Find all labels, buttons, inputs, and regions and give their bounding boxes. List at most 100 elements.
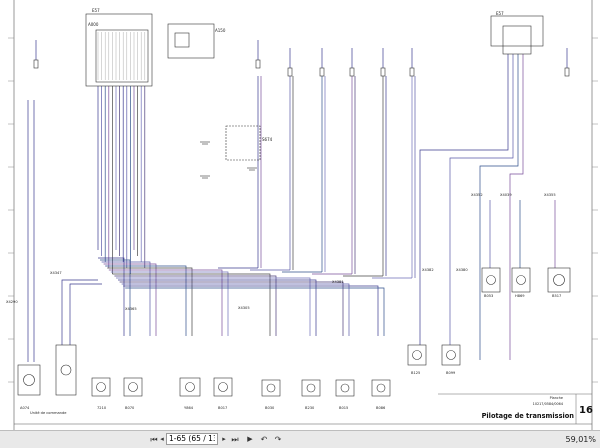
component-symbol: [376, 383, 386, 393]
last-page-icon[interactable]: ⏭: [231, 435, 239, 444]
component-box: [123, 377, 143, 397]
fuse: [349, 67, 355, 77]
component-symbol: [266, 383, 276, 393]
component-box: [179, 377, 201, 397]
component-symbol: [306, 383, 316, 393]
forward-icon[interactable]: ↷: [274, 435, 282, 444]
route-wire: [118, 279, 317, 336]
right-route: [509, 54, 524, 360]
route-wire: [121, 283, 350, 336]
component-box: [441, 344, 461, 366]
document-viewport[interactable]: E57 A000 A150 S674 E57 X4290 X4347 X4365…: [0, 0, 600, 430]
component-b086: B086: [376, 406, 386, 410]
route-wire: [114, 275, 277, 336]
component-symbol: [218, 382, 228, 392]
component-b517: B517: [552, 294, 561, 298]
left-route: [61, 279, 98, 345]
viewer-toolbar: ⏮ ◂ ▸ ⏭ ▶ ↶ ↷ 59,01%: [0, 430, 600, 448]
component-box: [547, 267, 571, 293]
component-b053: B053: [484, 294, 493, 298]
module-label-e57: E57: [92, 8, 100, 13]
page-number: 16: [579, 405, 593, 416]
route-wire: [105, 265, 187, 336]
fuse: [33, 59, 39, 69]
connector-x4305: X4305: [238, 306, 250, 310]
route-wire: [100, 259, 131, 336]
component-b230: B230: [305, 406, 315, 410]
component-symbol: [412, 350, 422, 360]
component-symbol: [23, 374, 35, 386]
component-symbol: [185, 382, 195, 392]
sheet-frame: [13, 0, 593, 430]
connector-x4365: X4365: [125, 307, 137, 311]
route-wire: [108, 269, 223, 336]
wiring-diagram-page: E57 A000 A150 S674 E57 X4290 X4347 X4365…: [6, 0, 598, 430]
left-route: [69, 283, 102, 345]
component-symbol: [516, 275, 526, 285]
route-wire: [107, 267, 193, 336]
component-symbol: [553, 274, 565, 286]
component-box: [17, 364, 41, 396]
route-wire: [119, 281, 344, 336]
component-box: [91, 377, 111, 397]
component-7210: 7210: [97, 406, 107, 410]
component-box: [261, 379, 281, 397]
connector-x4347: X4347: [50, 271, 62, 275]
module-inner-left: [95, 29, 149, 83]
component-a074: A074: [20, 406, 30, 410]
right-route: [479, 54, 519, 360]
component-b125: B125: [411, 371, 420, 375]
component-b015: B015: [339, 406, 348, 410]
component-symbol: [96, 382, 106, 392]
title-block: Planche 10217/0584/0064 Pilotage de tran…: [438, 393, 593, 424]
route-wire: [116, 277, 311, 336]
component-b070: B070: [125, 406, 135, 410]
doc-code: 10217/0584/0064: [533, 402, 563, 406]
component-box: [335, 379, 355, 397]
connector-x4039: X4039: [500, 193, 512, 197]
caption-control-unit: Unité de commande: [30, 411, 67, 415]
component-b030: B030: [265, 406, 275, 410]
component-h869: H869: [515, 294, 525, 298]
component-box: [213, 377, 233, 397]
route-wire: [98, 257, 125, 336]
component-symbol: [486, 275, 496, 285]
fuse: [409, 67, 415, 77]
component-box: [55, 344, 77, 396]
zoom-level[interactable]: 59,01%: [565, 435, 596, 444]
module-inner-right: [502, 25, 532, 55]
module-box-left: [85, 13, 153, 87]
connector-x4352: X4352: [471, 193, 483, 197]
module-label-e57-right: E57: [496, 11, 504, 16]
switch-box: [225, 125, 261, 161]
component-box: [371, 379, 391, 397]
connector-x4382: X4382: [422, 268, 434, 272]
component-symbol: [128, 382, 138, 392]
route-wire: [125, 287, 385, 336]
next-page-icon[interactable]: ▸: [222, 435, 226, 443]
connector-x4381: X4381: [332, 280, 344, 284]
route-wire: [110, 271, 229, 336]
play-icon[interactable]: ▶: [247, 435, 253, 443]
connector-x4380: X4380: [456, 268, 468, 272]
fuse: [319, 67, 325, 77]
right-route: [419, 54, 509, 360]
right-route: [449, 54, 514, 360]
component-b099: B099: [446, 371, 456, 375]
connector-x4355: X4355: [544, 193, 556, 197]
route-wire: [101, 261, 151, 336]
module-label-a150: A150: [215, 28, 226, 33]
prev-page-icon[interactable]: ◂: [160, 435, 164, 443]
first-page-icon[interactable]: ⏮: [150, 435, 158, 444]
component-symbol: [340, 383, 350, 393]
component-symbol: [446, 350, 456, 360]
back-icon[interactable]: ↶: [260, 435, 268, 444]
component-y864: Y864: [184, 406, 194, 410]
component-box: [511, 267, 531, 293]
page-number-field[interactable]: [166, 433, 218, 445]
relay-coil: [174, 32, 190, 48]
fuse: [380, 67, 386, 77]
connector-x4290: X4290: [6, 300, 18, 304]
component-box: [407, 344, 427, 366]
component-symbol: [60, 364, 72, 376]
